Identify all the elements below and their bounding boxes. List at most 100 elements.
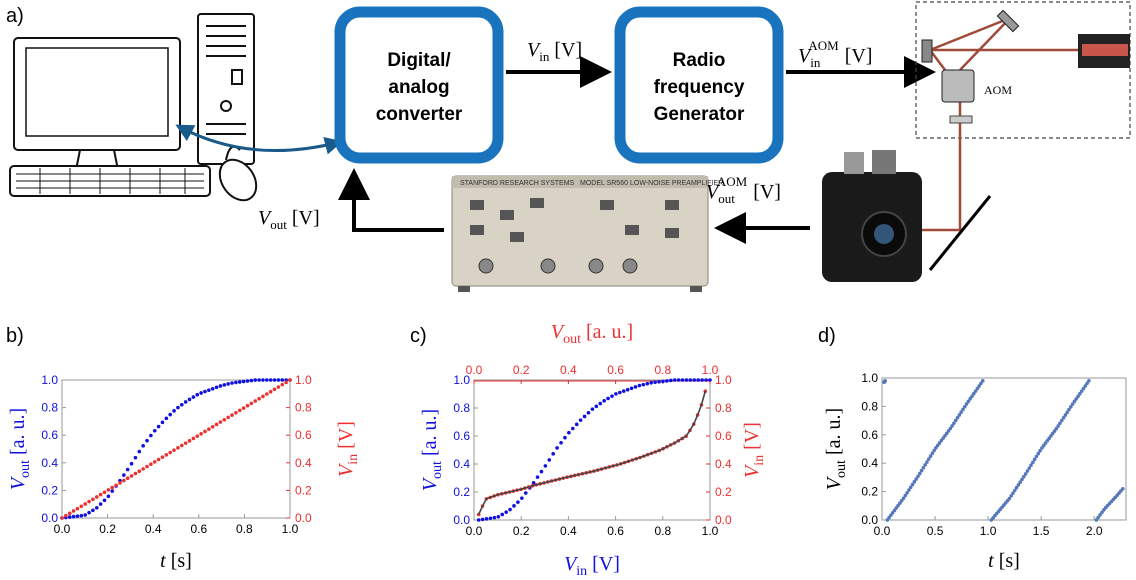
- data-point-vout: [280, 378, 285, 382]
- data-point-vout: [133, 455, 138, 460]
- data-point-vout: [633, 385, 638, 389]
- data-point-vout: [179, 402, 184, 407]
- data-point-vout: [980, 379, 985, 383]
- panel-label-c: c): [410, 325, 427, 347]
- data-point-vout: [480, 517, 485, 522]
- mirror-1: [921, 39, 933, 63]
- y-right-tick-label: 0.4: [715, 457, 732, 471]
- data-point-vout: [582, 414, 587, 419]
- data-point-vout: [912, 480, 917, 484]
- data-point-vout: [218, 384, 223, 388]
- data-point-vout: [621, 389, 626, 393]
- data-point-vout: [203, 389, 207, 394]
- x-top-tick-label: 0.4: [560, 363, 577, 377]
- y-right-tick-label: 0.6: [715, 429, 732, 443]
- data-point-vout: [1081, 386, 1086, 391]
- data-point-vin: [129, 474, 134, 478]
- data-point-vin: [102, 490, 107, 495]
- data-point-vin: [106, 488, 111, 492]
- data-point-vout: [1070, 402, 1075, 406]
- data-point-vout: [1078, 391, 1082, 396]
- data-point-vin: [149, 462, 153, 467]
- data-point-vout: [496, 514, 501, 519]
- data-point-vout: [625, 387, 630, 392]
- data-point-vin: [141, 467, 145, 471]
- panel-label-b: b): [6, 325, 24, 347]
- data-point-vout: [641, 382, 646, 387]
- data-point-vout: [692, 378, 697, 382]
- data-point-vout: [508, 507, 512, 512]
- data-point-vout: [957, 413, 962, 417]
- panel-label-d: d): [818, 325, 836, 347]
- data-point-vout: [257, 378, 261, 382]
- rf-generator-box: Radio frequency Generator: [614, 6, 784, 164]
- data-point-vout: [535, 475, 540, 479]
- data-point-vout: [500, 512, 505, 517]
- y-right-tick-label: 0.8: [715, 401, 732, 415]
- plot-frame: [61, 379, 291, 519]
- data-point-vout: [907, 488, 911, 492]
- data-point-vout: [950, 424, 954, 428]
- data-point-vout: [614, 392, 618, 396]
- y-axis-label-left: Vout[a. u.]: [419, 409, 445, 491]
- y-right-tick-label: 1.0: [715, 373, 732, 387]
- data-point-vout: [696, 378, 701, 382]
- data-point-vout: [145, 438, 149, 443]
- data-point-vout: [129, 461, 134, 466]
- data-point-vout: [684, 378, 689, 382]
- y-right-tick-label: 0.8: [295, 401, 312, 415]
- y-tick-label: 1.0: [861, 371, 878, 385]
- aom-crystal: [941, 69, 975, 103]
- data-point-vout: [1007, 496, 1012, 501]
- data-point-vout: [539, 469, 544, 474]
- data-point-vout: [253, 378, 258, 382]
- data-point-vout: [919, 468, 924, 473]
- data-point-vout: [970, 394, 974, 399]
- data-point-vout: [672, 378, 677, 382]
- data-point-vout: [249, 378, 254, 383]
- data-point-vout: [594, 404, 599, 409]
- data-point-vout: [265, 378, 269, 382]
- data-point-vout: [1067, 407, 1071, 412]
- data-point-vout: [1098, 513, 1102, 517]
- data-point-vout: [1031, 460, 1035, 465]
- y-tick-label: 0.6: [41, 428, 58, 442]
- data-point-vout: [1011, 491, 1015, 495]
- data-point-vout: [512, 504, 516, 508]
- usb-connection-arrow: [175, 124, 343, 155]
- data-point-vout: [590, 407, 595, 411]
- data-point-vout: [261, 378, 265, 382]
- data-point-vin: [207, 427, 211, 431]
- data-point-vout: [962, 404, 967, 409]
- data-point-vout: [152, 428, 157, 433]
- dac-line-3: converter: [376, 104, 463, 125]
- data-point-vout: [168, 412, 173, 417]
- data-point-vout: [1016, 483, 1021, 487]
- rf-line-1: Radio: [673, 50, 726, 71]
- data-point-vout: [1018, 480, 1022, 484]
- data-point-vout: [268, 378, 273, 382]
- data-point-vout: [125, 467, 130, 472]
- y-tick-label: 0.2: [453, 485, 470, 499]
- data-point-vout: [966, 399, 971, 404]
- data-point-vout: [87, 510, 91, 515]
- data-point-vin: [284, 380, 288, 385]
- data-point-vout: [214, 385, 219, 390]
- data-point-vout: [1023, 472, 1028, 476]
- data-point-vout: [899, 498, 904, 503]
- x-tick-label: 0.8: [236, 522, 253, 536]
- optics-dashed-box: [915, 1, 1131, 139]
- data-point-vin: [137, 469, 142, 474]
- data-point-vout: [520, 496, 524, 500]
- y-tick-label: 0.8: [41, 401, 58, 415]
- data-point-vin: [276, 385, 281, 389]
- dac-box: Digital/ analog converter: [334, 6, 504, 164]
- data-point-vin: [226, 415, 230, 420]
- y-tick-label: 0.6: [861, 428, 878, 442]
- data-point-vout: [700, 378, 704, 382]
- data-point-vout: [917, 471, 922, 476]
- data-point-vout: [971, 391, 976, 396]
- data-point-vout: [187, 397, 192, 402]
